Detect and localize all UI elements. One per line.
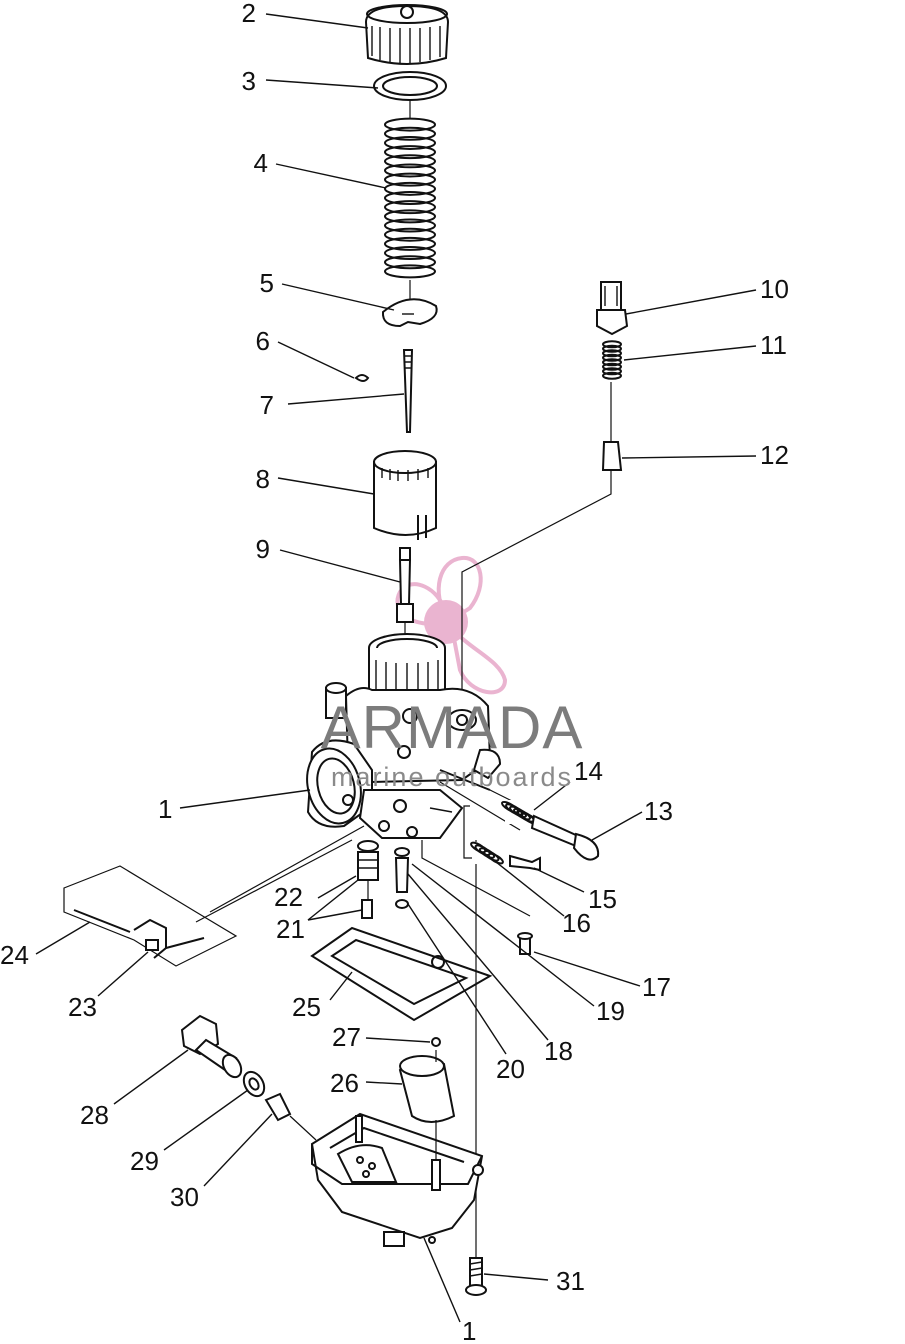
callout-label: 23 — [68, 992, 97, 1022]
spring-coil — [384, 117, 436, 132]
callout-label: 13 — [644, 796, 673, 826]
part-26-float — [398, 1050, 456, 1123]
part-31-bowl-screw — [465, 1257, 487, 1296]
part-1-float-bowl — [310, 1112, 484, 1247]
part-21-jets — [357, 851, 379, 919]
callout-label: 12 — [760, 440, 789, 470]
callout-label: 10 — [760, 274, 789, 304]
spring-coil — [384, 236, 436, 251]
callout-label: 4 — [254, 148, 268, 178]
callout-label: 8 — [256, 464, 270, 494]
callout-label: 26 — [330, 1068, 359, 1098]
callout-label: 15 — [588, 884, 617, 914]
spring-coil — [384, 172, 436, 187]
part-6-clip — [354, 374, 370, 382]
part-8-throttle-slide — [373, 450, 437, 540]
callout-label: 6 — [256, 326, 270, 356]
part-18-main-jet — [394, 847, 410, 909]
callout-label: 5 — [260, 268, 274, 298]
spring-coil — [384, 264, 436, 279]
part-28-banjo-bolt — [180, 1014, 243, 1079]
callout-label: 18 — [544, 1036, 573, 1066]
spring-coil — [384, 255, 436, 270]
callout-label: 11 — [760, 330, 787, 360]
callout-label: 9 — [256, 534, 270, 564]
part-24-float-pin — [63, 865, 238, 967]
part-30-drain-screw — [264, 1092, 317, 1141]
spring-coil — [602, 367, 622, 376]
part-7-jet-needle — [402, 349, 414, 433]
spring-coil — [384, 246, 436, 261]
spring-coil — [384, 200, 436, 215]
part-16-pilot-spring — [470, 841, 504, 865]
callout-labels: 2 3 4 5 6 7 8 9 10 11 12 13 14 15 16 17 … — [0, 0, 789, 1344]
part-5-retainer-plate — [381, 280, 438, 328]
callout-label: 20 — [496, 1054, 525, 1084]
spring-coil — [384, 163, 436, 178]
watermark-title: ARMADA — [321, 694, 584, 761]
spring-coil — [384, 181, 436, 196]
part-25-float-bowl-gasket — [310, 926, 493, 1022]
watermark-propeller-logo — [395, 555, 508, 695]
callout-label: 1 — [158, 794, 172, 824]
part-3-gasket-ring — [373, 71, 447, 101]
callout-label: 21 — [276, 914, 305, 944]
callout-label: 17 — [642, 972, 671, 1002]
spring-coil — [602, 349, 622, 358]
callout-label: 22 — [274, 882, 303, 912]
part-11-small-spring — [601, 340, 623, 380]
spring-coil — [384, 191, 436, 205]
part-1-carburetor-body — [306, 633, 502, 839]
callout-label: 2 — [242, 0, 256, 28]
part-15-pilot-screw — [509, 854, 541, 872]
callout-label: 1 — [462, 1316, 476, 1344]
spring-coil — [602, 344, 622, 353]
callout-label: 28 — [80, 1100, 109, 1130]
part-23-float-arm — [133, 918, 205, 959]
part-17-pin — [517, 932, 533, 955]
callout-label: 31 — [556, 1266, 585, 1296]
part-29-washer — [242, 1070, 266, 1098]
callout-label: 25 — [292, 992, 321, 1022]
callout-label: 24 — [0, 940, 29, 970]
spring-coil — [602, 358, 622, 367]
part-27-float-needle — [431, 1037, 441, 1047]
spring-coil — [602, 353, 622, 362]
spring-coil — [384, 126, 436, 141]
callout-label: 19 — [596, 996, 625, 1026]
callout-label: 27 — [332, 1022, 361, 1052]
spring-coil — [602, 371, 622, 380]
callout-label: 16 — [562, 908, 591, 938]
spring-coil — [384, 135, 436, 150]
part-14-idle-spring — [501, 800, 539, 826]
spring-coil — [487, 852, 504, 865]
spring-coil — [384, 218, 436, 233]
callout-label: 3 — [242, 66, 256, 96]
spring-coil — [602, 340, 622, 349]
part-2-top-cap — [364, 4, 450, 65]
part-9-needle-jet — [396, 547, 414, 640]
watermark-subtitle: marine outboards — [331, 762, 573, 792]
part-10-adjuster-nut — [596, 281, 629, 336]
callout-label: 7 — [260, 390, 274, 420]
callout-label: 29 — [130, 1146, 159, 1176]
spring-coil — [384, 227, 436, 242]
part-12-cable-end — [461, 382, 623, 720]
callout-label: 14 — [574, 756, 603, 786]
part-4-spring — [384, 100, 436, 279]
spring-coil — [384, 209, 436, 224]
spring-coil — [602, 362, 622, 371]
callout-label: 30 — [170, 1182, 199, 1212]
spring-coil — [384, 154, 436, 169]
part-13-idle-screw — [530, 814, 600, 861]
callout-leader-lines — [35, 13, 757, 1323]
spring-coil — [384, 145, 436, 160]
part-22-pilot-jet-washer — [357, 840, 379, 852]
